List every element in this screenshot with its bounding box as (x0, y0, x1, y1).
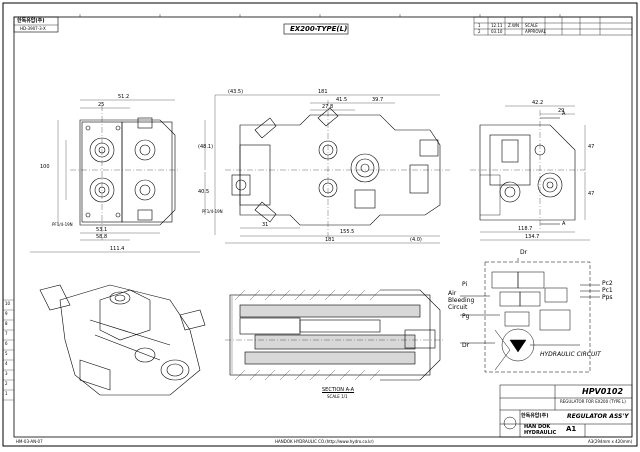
front-view (30, 99, 200, 253)
section-mark: A (562, 221, 566, 227)
company-tag: 한독유압(주) (17, 18, 45, 24)
margin-num: 4 (5, 361, 8, 366)
circuit-label: Pc1 (602, 287, 613, 294)
circuit-label: Pi (462, 281, 468, 288)
port-label: PF1/4-19N (202, 209, 223, 214)
footer-left: HM-03-AN-07 (16, 439, 43, 444)
size-note: A3(294mm x 420mm) (588, 439, 633, 444)
rev-cell: 1 (478, 23, 481, 28)
circuit-label: Dr (462, 342, 470, 349)
dim-label: 42.2 (532, 100, 544, 106)
circuit-label: Pc2 (602, 280, 613, 287)
dim-label: 40.5 (198, 189, 210, 195)
part-sub: REGULATOR FOR EX200 (TYPE L) (560, 399, 626, 404)
section-mark: A (562, 111, 566, 117)
circuit-title: HYDRAULIC CIRCUIT (540, 351, 601, 358)
margin-num: 1 (5, 391, 8, 396)
port-label: PF1/4-19N (52, 222, 73, 227)
section-view (225, 289, 445, 381)
footer-center: HANDOK HYDRAULIC CO.(http://www.hydro.co… (275, 439, 374, 444)
dim-label: 51.2 (118, 94, 130, 100)
hydraulic-circuit (460, 258, 600, 373)
dim-label: 100 (40, 164, 50, 170)
dim-label: 111.4 (110, 246, 125, 252)
part-number: HPV0102 (582, 387, 624, 396)
size-letter: A1 (566, 425, 577, 433)
dim-label: (43.5) (228, 89, 244, 95)
dim-label: 29 (558, 108, 565, 114)
drawing-title: EX200-TYPE(L) (290, 25, 348, 33)
rev-cell: Z.WN (508, 23, 519, 28)
margin-num: 10 (5, 301, 11, 306)
rev-cell: APPROVAL (525, 29, 546, 34)
dim-label: (4.0) (410, 237, 422, 243)
circuit-label: Dr (520, 249, 528, 256)
top-view (204, 94, 450, 244)
dim-label: (48.1) (198, 144, 214, 150)
dim-label: 118.7 (518, 226, 533, 232)
dim-label: 41.5 (336, 97, 348, 103)
circuit-label: Circuit (448, 304, 468, 311)
dim-label: 27.8 (322, 104, 334, 110)
dim-label: 134.7 (525, 234, 540, 240)
dim-label: 47 (588, 144, 595, 150)
rev-cell: 03.10 (491, 29, 503, 34)
rev-cell: SCALE (525, 23, 538, 28)
rev-cell: 12.11 (491, 23, 503, 28)
margin-num: 5 (5, 351, 8, 356)
circuit-label: Pps (602, 294, 613, 301)
margin-num: 8 (5, 321, 8, 326)
rev-cell: 2 (478, 29, 481, 34)
tag-sub: HD-3907-3-X (20, 26, 46, 31)
dim-label: 31 (262, 222, 269, 228)
circuit-label: Air (448, 290, 457, 297)
dim-label: 181 (325, 237, 335, 243)
company-en-2: HYDRAULIC (524, 430, 557, 436)
isometric-view (39, 284, 206, 396)
margin-num: 7 (5, 331, 8, 336)
dim-label: 47 (588, 191, 595, 197)
company-en-1: HAN DOK (524, 424, 551, 430)
dim-label: 39.7 (372, 97, 384, 103)
margin-num: 2 (5, 381, 8, 386)
section-label: SECTION A-A (322, 387, 355, 393)
dim-label: 58.8 (96, 234, 108, 240)
margin-num: 9 (5, 311, 8, 316)
dim-label: 25 (98, 102, 105, 108)
company-ko: 한독유압(주) (521, 413, 549, 419)
margin-num: 6 (5, 341, 8, 346)
dim-label: 155.5 (340, 229, 355, 235)
circuit-label: Bleeding (448, 297, 475, 304)
dim-label: 181 (318, 89, 328, 95)
circuit-label: Pg (462, 313, 470, 320)
section-scale: SCALE 1/1 (327, 394, 348, 399)
margin-num: 3 (5, 371, 8, 376)
part-name: REGULATOR ASS'Y (567, 413, 629, 420)
dim-label: 53.1 (96, 227, 108, 233)
right-view (470, 105, 590, 241)
